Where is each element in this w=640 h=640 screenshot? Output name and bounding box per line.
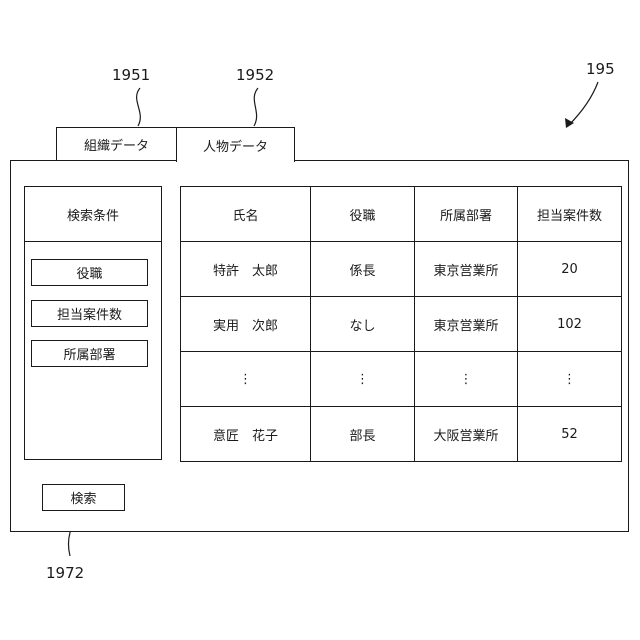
leader-195	[568, 82, 598, 126]
cell-department: 東京営業所	[415, 242, 518, 297]
cell-ellipsis: ⋮	[311, 352, 415, 407]
header-position: 役職	[311, 187, 415, 242]
search-button-label: 検索	[70, 488, 96, 507]
tab-organization-label: 組織データ	[84, 135, 149, 154]
cell-name: 特許 太郎	[181, 242, 311, 297]
cell-case-count: 102	[518, 297, 622, 352]
ref-1952: 1952	[236, 66, 274, 84]
cell-position: 部長	[311, 407, 415, 462]
table-row[interactable]: 特許 太郎 係長 東京営業所 20	[181, 242, 622, 297]
cell-ellipsis: ⋮	[181, 352, 311, 407]
condition-position-button[interactable]: 役職	[31, 259, 148, 286]
condition-case-count-label: 担当案件数	[57, 304, 122, 323]
cell-department: 大阪営業所	[415, 407, 518, 462]
leader-1951	[137, 88, 141, 126]
cell-name: 意匠 花子	[181, 407, 311, 462]
condition-department-button[interactable]: 所属部署	[31, 340, 148, 367]
table-row[interactable]: 実用 次郎 なし 東京営業所 102	[181, 297, 622, 352]
tab-person-label: 人物データ	[203, 136, 268, 155]
cell-name: 実用 次郎	[181, 297, 311, 352]
table-row[interactable]: 意匠 花子 部長 大阪営業所 52	[181, 407, 622, 462]
cell-case-count: 20	[518, 242, 622, 297]
ref-1972: 1972	[46, 564, 84, 582]
header-department: 所属部署	[415, 187, 518, 242]
table-row-ellipsis: ⋮ ⋮ ⋮ ⋮	[181, 352, 622, 407]
table-header-row: 氏名 役職 所属部署 担当案件数	[181, 187, 622, 242]
person-results-table: 氏名 役職 所属部署 担当案件数 特許 太郎 係長 東京営業所 20 実用 次郎…	[180, 186, 622, 462]
search-conditions-panel: 検索条件 役職 担当案件数 所属部署	[24, 186, 162, 460]
arrowhead-195	[565, 118, 574, 128]
tab-organization-data[interactable]: 組織データ	[56, 127, 177, 161]
condition-department-label: 所属部署	[63, 344, 115, 363]
cell-ellipsis: ⋮	[415, 352, 518, 407]
search-button[interactable]: 検索	[42, 484, 125, 511]
ref-195: 195	[586, 60, 615, 78]
leader-1952	[254, 88, 258, 126]
tab-person-data[interactable]: 人物データ	[176, 127, 295, 162]
search-conditions-title: 検索条件	[25, 187, 161, 242]
condition-case-count-button[interactable]: 担当案件数	[31, 300, 148, 327]
cell-case-count: 52	[518, 407, 622, 462]
cell-ellipsis: ⋮	[518, 352, 622, 407]
cell-department: 東京営業所	[415, 297, 518, 352]
cell-position: 係長	[311, 242, 415, 297]
header-case-count: 担当案件数	[518, 187, 622, 242]
ref-1951: 1951	[112, 66, 150, 84]
condition-position-label: 役職	[76, 263, 102, 282]
cell-position: なし	[311, 297, 415, 352]
header-name: 氏名	[181, 187, 311, 242]
